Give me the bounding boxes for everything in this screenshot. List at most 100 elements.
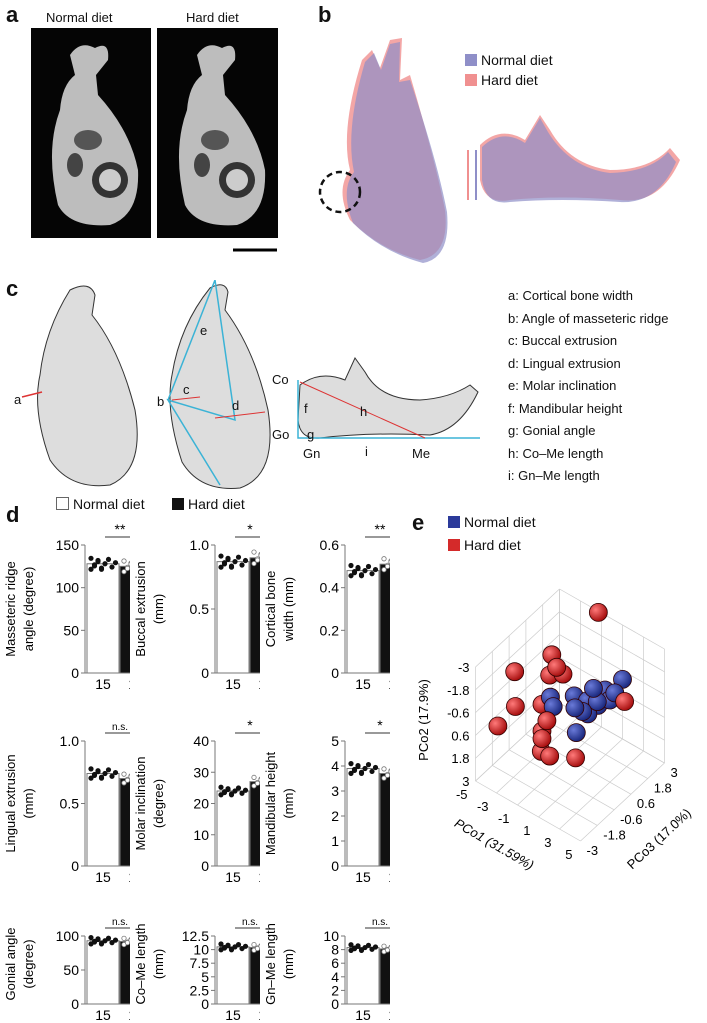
data-point	[225, 556, 231, 563]
y-tick-label: 150	[56, 537, 80, 553]
x-tick-label: 16	[388, 869, 390, 885]
data-point	[365, 942, 372, 948]
data-point	[228, 947, 235, 953]
data-point	[381, 556, 387, 562]
data-point	[362, 567, 368, 574]
bar-hard-diet	[249, 557, 260, 674]
x-tick-label: 16	[128, 869, 130, 885]
y-axis-label: (mm)	[21, 788, 36, 818]
data-point	[218, 784, 224, 790]
data-point	[124, 565, 130, 572]
point-hard-diet	[505, 662, 525, 682]
point-hard-diet	[537, 711, 557, 731]
bar-chart: Mandibular height(mm)0123451516*	[263, 717, 390, 885]
significance-label: *	[377, 717, 383, 733]
pco1-tick-label: 1	[523, 823, 530, 838]
data-point	[109, 564, 115, 570]
data-point	[88, 566, 94, 572]
data-point	[105, 935, 112, 941]
pco1-tick-label: 5	[565, 847, 572, 862]
panel-label-b: b	[318, 2, 332, 27]
data-point	[221, 789, 228, 796]
data-point	[348, 562, 354, 569]
data-point	[381, 766, 387, 772]
y-tick-label: 20	[193, 796, 209, 812]
legend-hard-diet: Hard diet	[172, 496, 245, 512]
x-tick-label: 15	[95, 869, 111, 885]
y-tick-label: 0	[201, 665, 209, 681]
data-point	[348, 761, 354, 767]
bar-hard-diet	[119, 565, 130, 674]
ct-images	[31, 28, 278, 252]
bar-chart: Gonial angle(degree)0501001516n.s.	[3, 917, 130, 1023]
y-tick-label: 0	[331, 858, 339, 874]
data-point	[258, 943, 260, 949]
y-tick-label: 0	[331, 665, 339, 681]
pco3-tick-label: 1.8	[654, 781, 672, 796]
x-tick-label: 16	[258, 869, 260, 885]
data-point	[232, 944, 238, 950]
data-point	[355, 763, 361, 770]
data-point	[384, 772, 390, 778]
data-point	[351, 946, 358, 952]
y-tick-label: 0.4	[320, 580, 340, 596]
legend-normal: Normal diet	[465, 52, 553, 68]
legend-label: Hard diet	[481, 72, 538, 88]
data-point	[105, 556, 112, 563]
data-point	[121, 780, 127, 786]
pcoa-3d-scatter: -3-1.8-0.60.61.83-5-3-1135-3-1.8-0.60.61…	[416, 588, 694, 873]
bar-hard-diet	[379, 948, 390, 1005]
data-point	[348, 573, 354, 579]
significance-label: n.s.	[372, 917, 388, 928]
data-point	[232, 559, 238, 565]
pco2-axis-label: PCo2 (17.9%)	[416, 679, 431, 761]
label-f: f	[304, 401, 308, 416]
data-point	[124, 940, 130, 946]
data-point	[254, 557, 260, 563]
data-point	[128, 774, 130, 780]
legend-hard: Hard diet	[448, 537, 521, 553]
point-hard-diet	[532, 729, 552, 749]
data-point	[369, 768, 375, 775]
y-axis-label: (mm)	[281, 788, 296, 818]
data-point	[239, 790, 245, 796]
point-hard-diet	[547, 657, 567, 677]
data-point	[369, 571, 375, 577]
data-point	[218, 553, 224, 559]
point-hard-diet	[488, 716, 508, 736]
y-axis-label: Cortical bone	[263, 571, 278, 648]
legend-normal-diet: Normal diet	[56, 496, 145, 512]
data-point	[95, 936, 101, 943]
data-point	[121, 558, 127, 564]
pco2-tick-label: 1.8	[451, 751, 469, 766]
pco3-tick-label: 3	[671, 765, 678, 780]
label-c: c	[183, 382, 190, 397]
y-axis-label: Buccal extrusion	[133, 561, 148, 656]
x-tick-label: 16	[388, 1007, 390, 1023]
legend-swatch-blue	[448, 516, 460, 528]
y-tick-label: 100	[56, 580, 80, 596]
data-point	[381, 775, 387, 781]
bar-normal-diet	[216, 946, 250, 1005]
y-tick-label: 7.5	[190, 955, 210, 971]
measurement-list-item: g: Gonial angle	[508, 423, 596, 438]
data-point	[242, 787, 249, 793]
data-point	[102, 938, 108, 944]
point-hard-diet	[506, 697, 525, 716]
data-point	[258, 553, 260, 558]
y-tick-label: 1.0	[60, 733, 80, 749]
data-point	[258, 777, 260, 783]
pco1-tick-label: -3	[477, 799, 489, 814]
data-point	[348, 770, 354, 776]
legend-swatch-open	[56, 497, 69, 510]
data-point	[239, 945, 245, 952]
data-point	[351, 570, 358, 576]
data-point	[91, 939, 98, 945]
bar-normal-diet	[86, 773, 120, 867]
label-g: g	[307, 427, 315, 442]
pco2-tick-label: 0.6	[451, 728, 469, 743]
data-point	[358, 573, 365, 579]
bar-chart: Molar inclination(degree)0102030401516*	[133, 717, 260, 885]
data-point	[109, 773, 115, 779]
